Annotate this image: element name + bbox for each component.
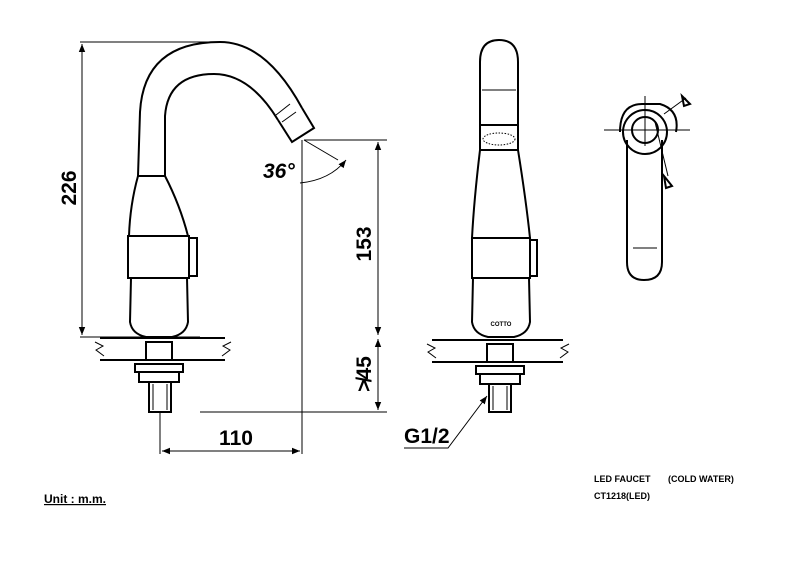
top-view: [604, 92, 692, 282]
product-name: LED FAUCET: [594, 474, 651, 484]
dimension-deck-thickness: ≯45: [353, 356, 376, 392]
dimension-overall-height: 226: [58, 170, 81, 205]
model-number: CT1218(LED): [594, 491, 650, 501]
front-view: [78, 40, 387, 455]
water-type: (COLD WATER): [668, 474, 734, 484]
dimension-reach: 110: [219, 427, 253, 450]
thread-size-label: G1/2: [404, 425, 450, 448]
dimension-spout-angle: 36°: [263, 160, 295, 183]
brand-mark: COTTO: [491, 322, 512, 328]
dimension-spout-height: 153: [353, 226, 376, 261]
side-view: [404, 38, 570, 449]
aerator-icon: [482, 132, 516, 146]
unit-label: Unit : m.m.: [44, 492, 106, 506]
